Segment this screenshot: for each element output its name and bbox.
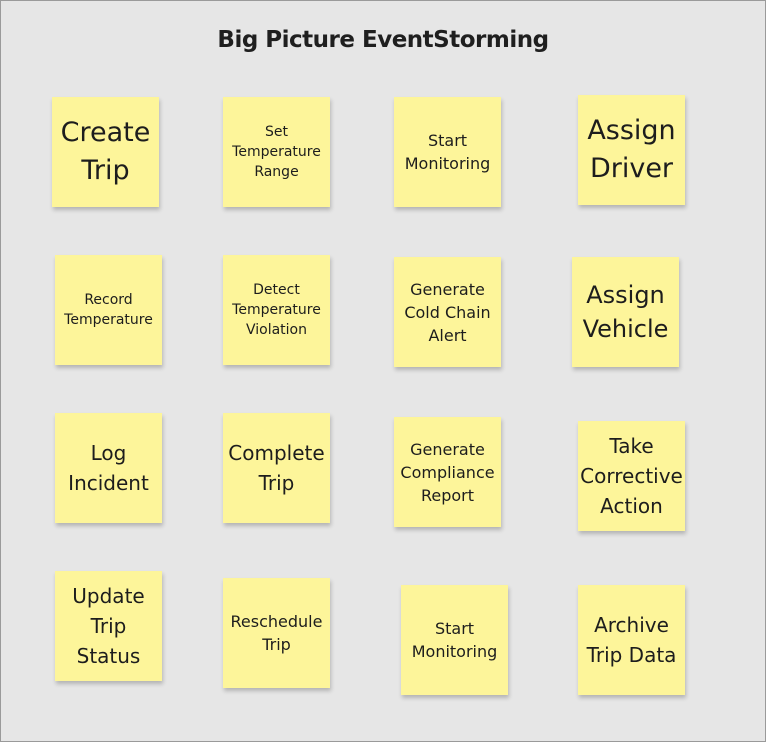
sticky-note-reschedule-trip[interactable]: Reschedule Trip <box>223 578 330 688</box>
sticky-note-generate-compliance-report[interactable]: Generate Compliance Report <box>394 417 501 527</box>
sticky-note-assign-driver[interactable]: Assign Driver <box>578 95 685 205</box>
sticky-note-start-monitoring[interactable]: Start Monitoring <box>394 97 501 207</box>
sticky-note-set-temperature-range[interactable]: Set Temperature Range <box>223 97 330 207</box>
sticky-note-start-monitoring-2[interactable]: Start Monitoring <box>401 585 508 695</box>
sticky-note-generate-cold-chain-alert[interactable]: Generate Cold Chain Alert <box>394 257 501 367</box>
sticky-note-assign-vehicle[interactable]: Assign Vehicle <box>572 257 679 367</box>
sticky-note-create-trip[interactable]: Create Trip <box>52 97 159 207</box>
sticky-note-complete-trip[interactable]: Complete Trip <box>223 413 330 523</box>
sticky-note-record-temperature[interactable]: Record Temperature <box>55 255 162 365</box>
sticky-note-detect-temperature-violation[interactable]: Detect Temperature Violation <box>223 255 330 365</box>
sticky-note-archive-trip-data[interactable]: Archive Trip Data <box>578 585 685 695</box>
sticky-note-take-corrective-action[interactable]: Take Corrective Action <box>578 421 685 531</box>
board-title: Big Picture EventStorming <box>217 27 549 53</box>
sticky-note-log-incident[interactable]: Log Incident <box>55 413 162 523</box>
sticky-note-update-trip-status[interactable]: Update Trip Status <box>55 571 162 681</box>
